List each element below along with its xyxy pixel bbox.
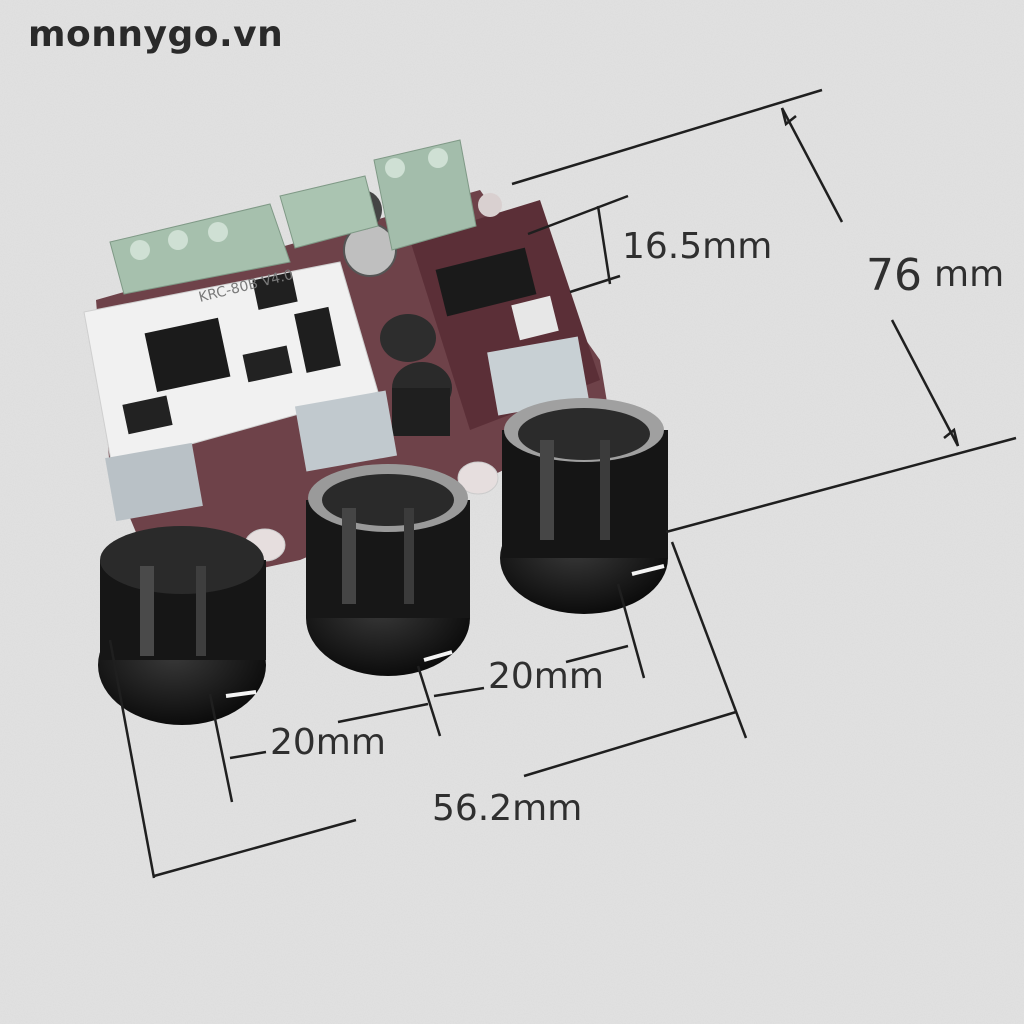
- dimension-height-unit: mm: [934, 254, 1005, 295]
- terminal-block-left: [109, 203, 291, 295]
- watermark: monnygo.vn: [28, 14, 284, 55]
- potentiometers: [105, 336, 589, 522]
- knob-right: [500, 398, 668, 614]
- dimension-lines: [108, 88, 1017, 879]
- dimension-terminal-height: 16.5mm: [622, 226, 773, 267]
- knob-middle: [306, 464, 470, 676]
- knob-left: [98, 526, 266, 725]
- pcb-board: [83, 190, 610, 590]
- dimension-width-total: 56.2mm: [432, 788, 583, 829]
- dimension-height-total: 76: [866, 250, 922, 301]
- dimension-knob-spacing-left: 20mm: [270, 722, 386, 763]
- terminal-blocks: [109, 139, 477, 295]
- capacitor: [380, 314, 436, 362]
- dimension-knob-spacing-right: 20mm: [488, 656, 604, 697]
- amplifier-chip: [435, 247, 537, 317]
